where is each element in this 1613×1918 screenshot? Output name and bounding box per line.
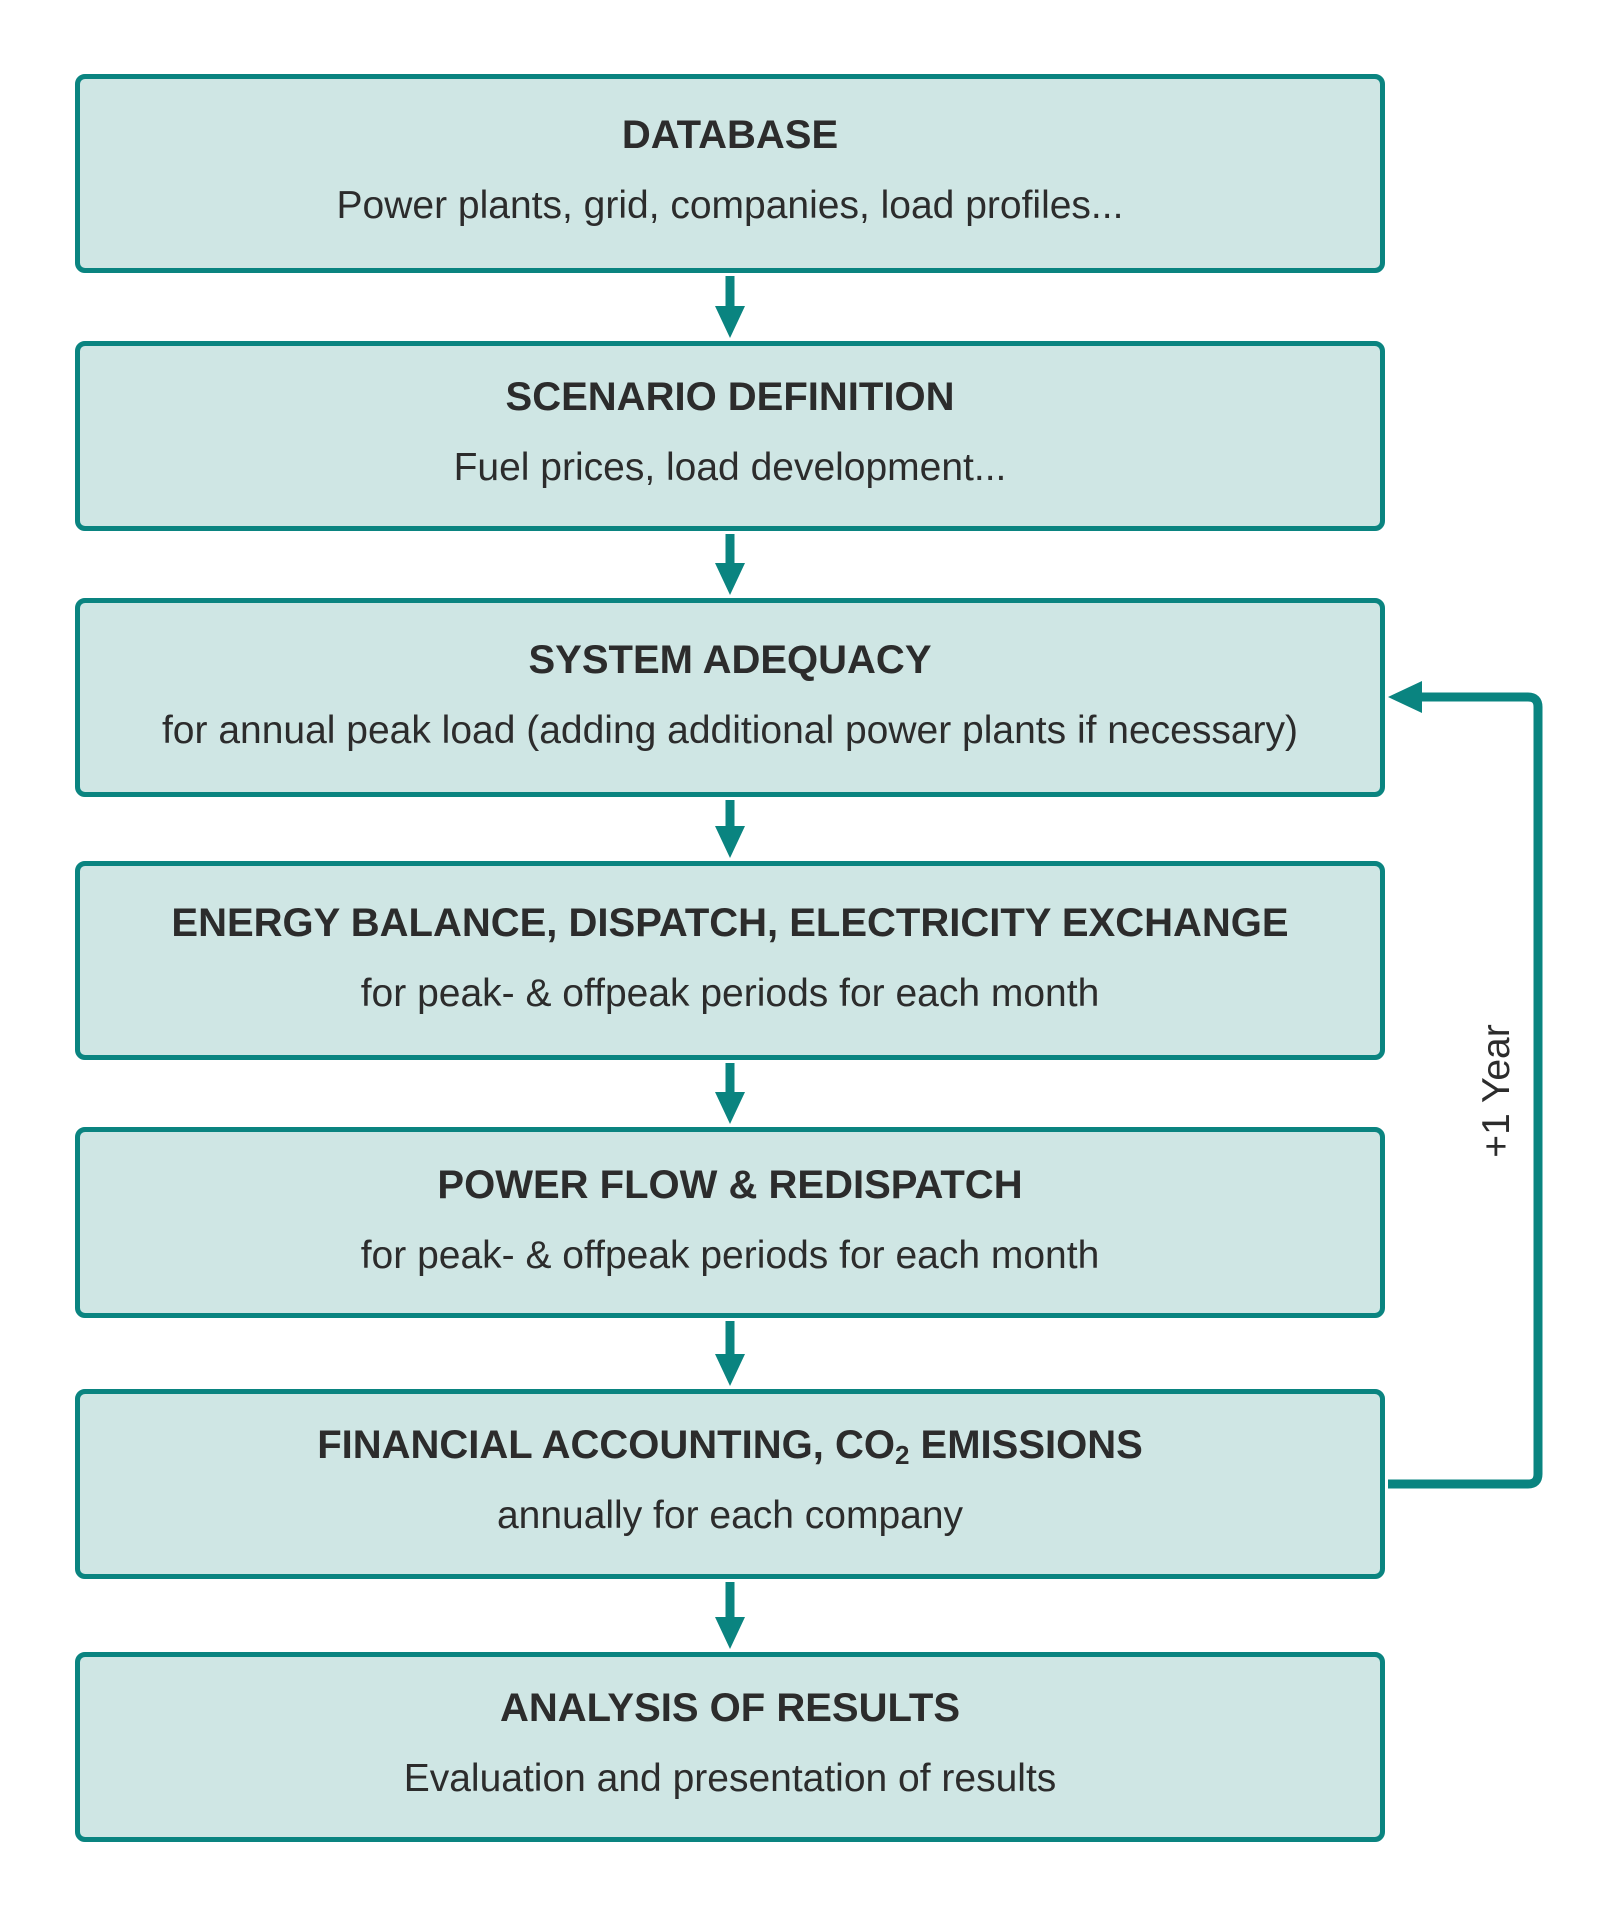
step-description: Evaluation and presentation of results [403,1757,1057,1800]
step-description: for annual peak load (adding additional … [161,708,1299,752]
step-title: ANALYSIS OF RESULTS [499,1686,961,1730]
step-title: DATABASE [621,112,839,157]
loop-arrowhead [1388,681,1422,713]
step-scenario-definition: SCENARIO DEFINITION Fuel prices, load de… [75,341,1385,531]
step-title: SYSTEM ADEQUACY [528,637,932,682]
step-description: Power plants, grid, companies, load prof… [336,183,1124,227]
step-title: POWER FLOW & REDISPATCH [437,1162,1023,1207]
step-description: for peak- & offpeak periods for each mon… [360,971,1100,1015]
step-title: SCENARIO DEFINITION [505,375,955,419]
step-system-adequacy: SYSTEM ADEQUACY for annual peak load (ad… [75,598,1385,797]
step-title: ENERGY BALANCE, DISPATCH, ELECTRICITY EX… [171,900,1289,945]
flow-arrowhead [715,1354,745,1386]
step-title: FINANCIAL ACCOUNTING, CO2 EMISSIONS [317,1421,1143,1469]
flow-arrowhead [715,826,745,858]
step-database: DATABASE Power plants, grid, companies, … [75,74,1385,273]
step-title-subscript: 2 [894,1440,910,1470]
step-power-flow: POWER FLOW & REDISPATCH for peak- & offp… [75,1127,1385,1318]
step-analysis-of-results: ANALYSIS OF RESULTS Evaluation and prese… [75,1652,1385,1842]
step-energy-balance: ENERGY BALANCE, DISPATCH, ELECTRICITY EX… [75,861,1385,1060]
step-description: for peak- & offpeak periods for each mon… [360,1233,1100,1277]
step-title-suffix: EMISSIONS [909,1423,1143,1467]
flow-arrowhead [715,563,745,595]
step-description: Fuel prices, load development... [453,446,1007,489]
step-description: annually for each company [496,1494,964,1537]
loop-label: +1 Year [1475,1024,1518,1158]
flow-arrowhead [715,306,745,338]
flow-arrowhead [715,1617,745,1649]
step-financial-accounting: FINANCIAL ACCOUNTING, CO2 EMISSIONS annu… [75,1389,1385,1579]
step-title-main: FINANCIAL ACCOUNTING, CO [317,1423,895,1467]
flow-arrowhead [715,1092,745,1124]
